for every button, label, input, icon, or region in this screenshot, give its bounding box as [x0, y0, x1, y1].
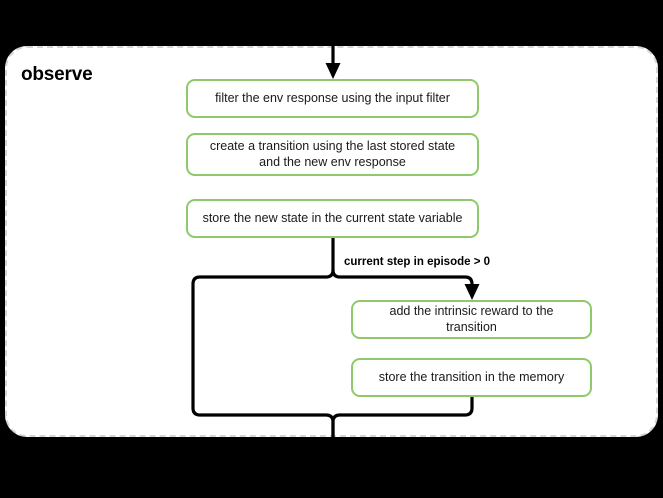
node-add-intrinsic-reward[interactable]: add the intrinsic reward to the transiti…	[351, 300, 592, 339]
edge-label-condition: current step in episode > 0	[344, 256, 491, 268]
node-store-new-state[interactable]: store the new state in the current state…	[186, 199, 479, 238]
group-title-observe: observe	[21, 64, 93, 85]
node-filter-env-response[interactable]: filter the env response using the input …	[186, 79, 479, 118]
node-store-transition-memory[interactable]: store the transition in the memory	[351, 358, 592, 397]
node-create-transition[interactable]: create a transition using the last store…	[186, 133, 479, 176]
